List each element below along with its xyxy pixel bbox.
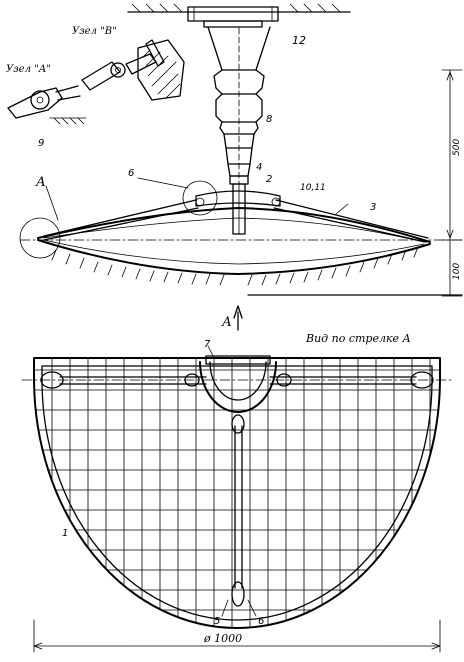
part-5: 5 — [214, 616, 220, 627]
node-b-detail — [81, 39, 185, 101]
vertical-dimension-lines — [441, 69, 463, 297]
lamp-holder-stem — [207, 26, 271, 185]
part-4: 4 — [256, 162, 262, 173]
reflector-side-view — [19, 177, 463, 296]
view-a-letter: А — [221, 315, 232, 330]
node-b-callout: Узел "В" — [72, 26, 117, 37]
part-8: 8 — [266, 114, 272, 125]
part-9: 9 — [38, 138, 44, 149]
node-a-detail — [7, 85, 87, 125]
view-a-arrow — [233, 305, 243, 331]
view-a-caption: Вид по стрелке А — [305, 332, 411, 345]
part-6-top: 6 — [128, 168, 134, 179]
labels: Узел "В" Узел "А" А А Вид по стрелке А 1… — [6, 26, 462, 645]
part-3: 3 — [370, 202, 376, 213]
ceiling-mount — [127, 3, 351, 28]
dimension-diameter: ø 1000 — [203, 632, 242, 645]
dimension-height-upper: 500 — [452, 139, 462, 156]
node-a-callout: Узел "А" — [6, 64, 51, 75]
part-7: 7 — [204, 339, 211, 350]
dimension-height-lower: 100 — [452, 263, 462, 280]
part-10-11: 10,11 — [300, 183, 326, 193]
detail-a-letter: А — [35, 175, 46, 190]
part-6-bottom: 6 — [258, 616, 264, 627]
part-12: 12 — [292, 34, 306, 47]
part-1: 1 — [62, 528, 68, 539]
part-2: 2 — [266, 174, 272, 185]
reflector-plan-view — [21, 345, 453, 653]
